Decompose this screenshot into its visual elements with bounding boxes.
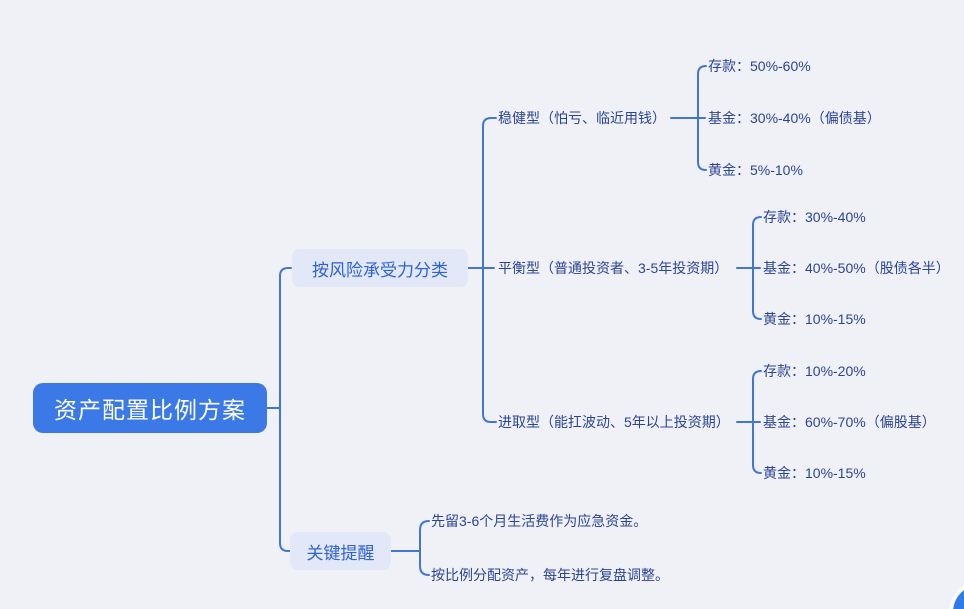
allocation-item[interactable]: 黄金：10%-15% xyxy=(763,465,866,481)
connector-stable-trunk xyxy=(697,65,707,171)
profile-node-stable[interactable]: 稳健型（怕亏、临近用钱） xyxy=(498,110,666,126)
connector-aggressive-trunk xyxy=(752,370,762,474)
branch-node-reminder[interactable]: 关键提醒 xyxy=(290,532,391,570)
connector-root-trunk xyxy=(279,267,292,552)
reminder-note[interactable]: 按比例分配资产，每年进行复盘调整。 xyxy=(431,567,669,583)
profile-node-balanced[interactable]: 平衡型（普通投资者、3-5年投资期） xyxy=(498,260,729,276)
allocation-item[interactable]: 基金：60%-70%（偏股基） xyxy=(763,414,936,430)
allocation-item[interactable]: 基金：40%-50%（股债各半） xyxy=(763,260,950,276)
reminder-note[interactable]: 先留3-6个月生活费作为应急资金。 xyxy=(431,513,648,529)
allocation-item[interactable]: 存款：10%-20% xyxy=(763,363,866,379)
floating-action-button[interactable] xyxy=(953,585,964,609)
connector-risk-trunk xyxy=(482,117,497,423)
profile-node-aggressive[interactable]: 进取型（能扛波动、5年以上投资期） xyxy=(498,414,730,430)
allocation-item[interactable]: 存款：50%-60% xyxy=(708,58,811,74)
allocation-item[interactable]: 基金：30%-40%（偏债基） xyxy=(708,110,881,126)
root-node[interactable]: 资产配置比例方案 xyxy=(33,383,267,433)
branch-node-risk[interactable]: 按风险承受力分类 xyxy=(292,249,468,287)
allocation-item[interactable]: 黄金：5%-10% xyxy=(708,162,803,178)
allocation-item[interactable]: 存款：30%-40% xyxy=(763,209,866,225)
allocation-item[interactable]: 黄金：10%-15% xyxy=(763,311,866,327)
connector-balanced-trunk xyxy=(752,216,762,320)
connector-reminder-trunk xyxy=(419,520,430,576)
